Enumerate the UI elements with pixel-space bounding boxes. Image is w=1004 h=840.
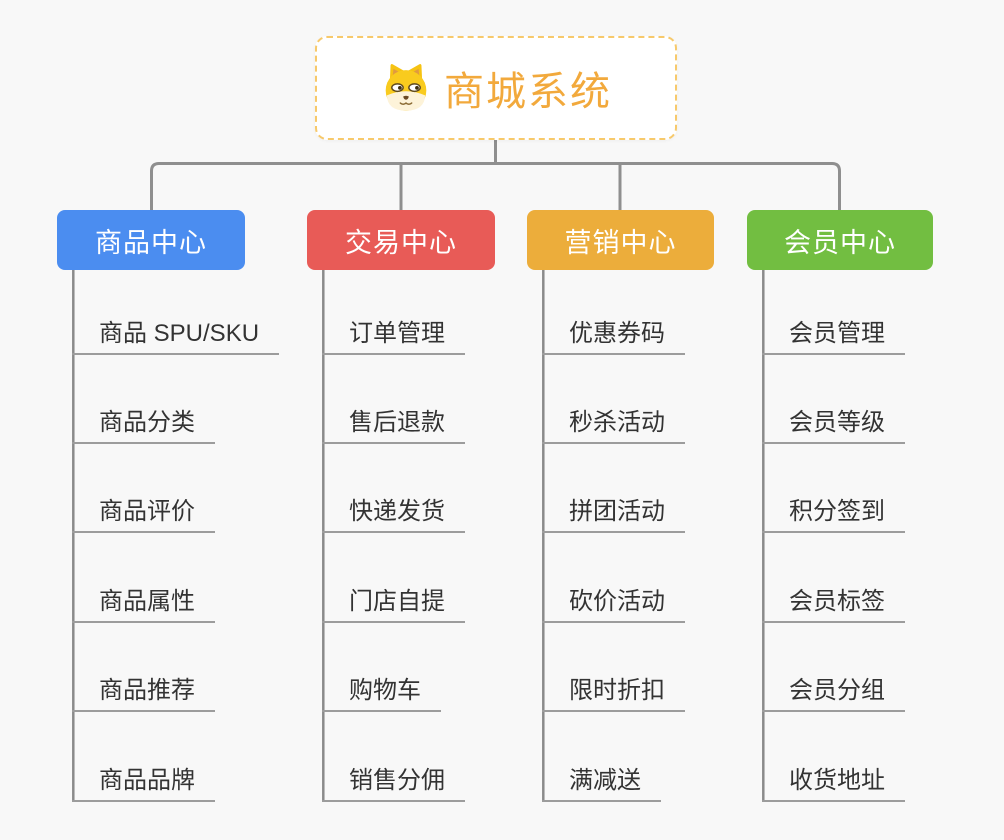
leaf-node[interactable]: 门店自提	[322, 585, 465, 623]
leaf-node[interactable]: 拼团活动	[542, 495, 685, 533]
branch-header-trade-center[interactable]: 交易中心	[307, 210, 495, 270]
leaf-node[interactable]: 积分签到	[762, 495, 905, 533]
root-node[interactable]: 商城系统	[315, 36, 677, 140]
dog-face-icon	[385, 63, 427, 111]
leaf-node[interactable]: 商品品牌	[72, 764, 215, 802]
root-title: 商城系统	[444, 70, 612, 114]
leaf-node[interactable]: 会员管理	[762, 317, 905, 355]
branch-header-marketing-center[interactable]: 营销中心	[527, 210, 714, 270]
leaf-node[interactable]: 购物车	[322, 674, 441, 712]
leaf-node[interactable]: 销售分佣	[322, 764, 465, 802]
leaf-node[interactable]: 优惠券码	[542, 317, 685, 355]
leaf-node[interactable]: 商品推荐	[72, 674, 215, 712]
leaf-node[interactable]: 售后退款	[322, 406, 465, 444]
leaf-node[interactable]: 订单管理	[322, 317, 465, 355]
leaf-node[interactable]: 商品分类	[72, 406, 215, 444]
leaf-node[interactable]: 收货地址	[762, 764, 905, 802]
leaf-node[interactable]: 满减送	[542, 764, 661, 802]
branch-header-product-center[interactable]: 商品中心	[57, 210, 245, 270]
leaf-node[interactable]: 秒杀活动	[542, 406, 685, 444]
leaf-node[interactable]: 会员分组	[762, 674, 905, 712]
leaf-node[interactable]: 商品评价	[72, 495, 215, 533]
leaf-node[interactable]: 会员标签	[762, 585, 905, 623]
branch-header-member-center[interactable]: 会员中心	[747, 210, 933, 270]
leaf-node[interactable]: 商品 SPU/SKU	[72, 317, 280, 355]
leaf-node[interactable]: 限时折扣	[542, 674, 685, 712]
leaf-node[interactable]: 会员等级	[762, 406, 905, 444]
leaf-node[interactable]: 快递发货	[322, 495, 465, 533]
leaf-node[interactable]: 砍价活动	[542, 585, 685, 623]
leaf-node[interactable]: 商品属性	[72, 585, 215, 623]
